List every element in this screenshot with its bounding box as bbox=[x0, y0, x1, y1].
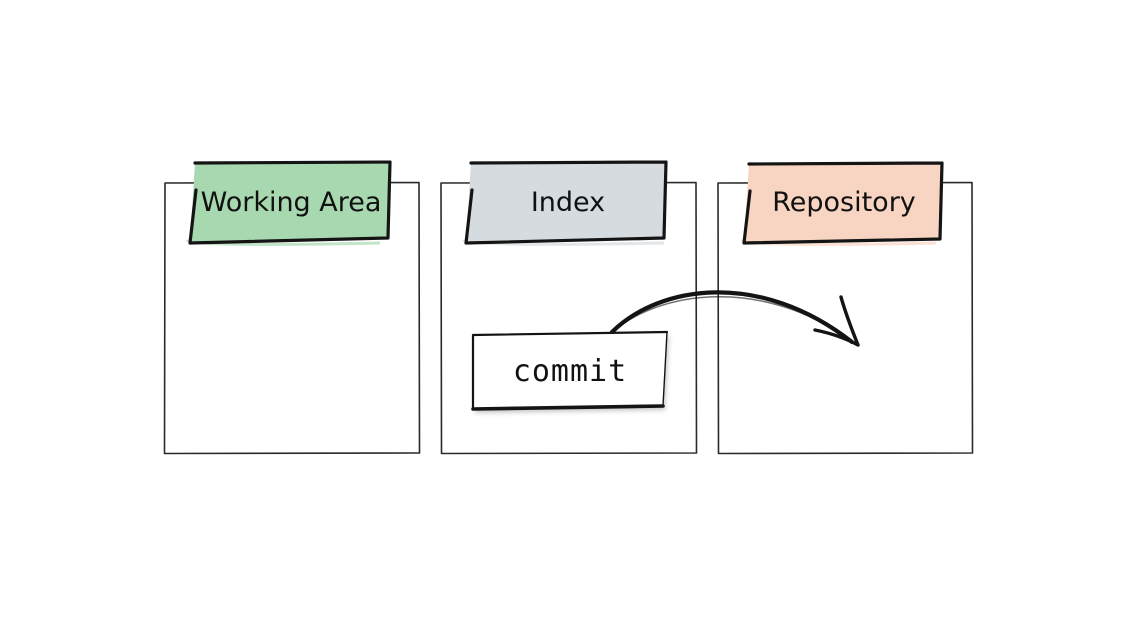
commit-label: commit bbox=[513, 354, 627, 389]
repository-tab: Repository bbox=[740, 161, 944, 246]
index-tab: Index bbox=[461, 160, 668, 246]
commit-arrow bbox=[609, 290, 860, 347]
working-area-panel: Working Area bbox=[163, 160, 421, 455]
index-label: Index bbox=[531, 187, 605, 218]
working-area-tab: Working Area bbox=[185, 160, 392, 246]
arrow-head bbox=[813, 295, 860, 347]
repository-panel: Repository bbox=[717, 161, 974, 455]
working-area-label: Working Area bbox=[201, 187, 382, 218]
commit-command-card: commit bbox=[471, 330, 669, 411]
repository-label: Repository bbox=[772, 187, 916, 218]
